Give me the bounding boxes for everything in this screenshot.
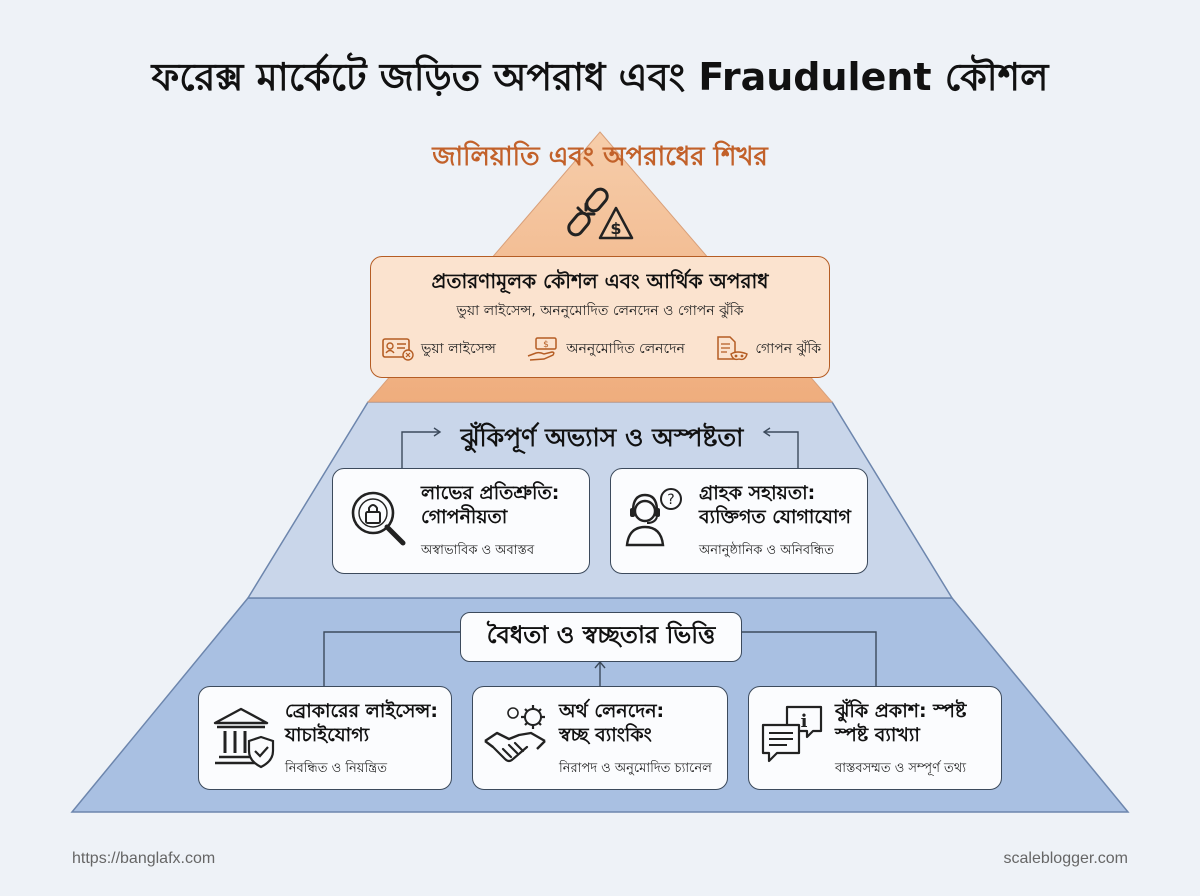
- footer-right-link[interactable]: scaleblogger.com: [1003, 850, 1128, 867]
- support-agent-question-icon: ?: [623, 485, 687, 551]
- middle-tier-title: ঝুঁকিপূর্ণ অভ্যাস ও অস্পষ্টতা: [460, 423, 744, 452]
- customer-support-subtitle: অনানুষ্ঠানিক ও অনিবন্ধিত: [699, 543, 834, 558]
- cash-hand-icon: $: [526, 336, 560, 362]
- info-chat-icon: i: [761, 705, 825, 767]
- broker-license-card: ব্রোকারের লাইসেন্স: যাচাইযোগ্য নিবন্ধিত …: [198, 686, 452, 790]
- chip-hidden-risk: গোপন ঝুঁকি: [715, 335, 821, 363]
- broker-license-title: ব্রোকারের লাইসেন্স:: [285, 700, 438, 722]
- magnifier-lock-icon: [347, 487, 409, 549]
- chip-unauthorized-transaction: $ অননুমোদিত লেনদেন: [526, 335, 685, 363]
- base-tier-title: বৈধতা ও স্বচ্ছতার ভিত্তি: [460, 612, 742, 662]
- handshake-gear-icon: [483, 703, 553, 769]
- money-transaction-subtitle: নিরাপদ ও অনুমোদিত চ্যানেল: [559, 761, 712, 776]
- money-transaction-title-line2: স্বচ্ছ ব্যাংকিং: [559, 724, 652, 746]
- profit-promise-card: লাভের প্রতিশ্রুতি: গোপনীয়তা অস্বাভাবিক …: [332, 468, 590, 574]
- risk-disclosure-title: ঝুঁকি প্রকাশ: স্পষ্ট: [835, 700, 967, 722]
- page-title: ফরেক্স মার্কেটে জড়িত অপরাধ এবং Fraudule…: [151, 55, 1049, 99]
- svg-text:$: $: [544, 340, 550, 350]
- money-transaction-card: অর্থ লেনদেন: স্বচ্ছ ব্যাংকিং নিরাপদ ও অন…: [472, 686, 728, 790]
- customer-support-title-line2: ব্যক্তিগত যোগাযোগ: [699, 506, 851, 528]
- hidden-document-mask-icon: [715, 335, 749, 363]
- money-transaction-title: অর্থ লেনদেন:: [559, 700, 665, 722]
- fraud-tactics-card: প্রতারণামূলক কৌশল এবং আর্থিক অপরাধ ভুয়া…: [370, 256, 830, 378]
- profit-promise-title: লাভের প্রতিশ্রুতি:: [421, 482, 560, 504]
- risk-disclosure-subtitle: বাস্তবসম্মত ও সম্পূর্ণ তথ্য: [835, 761, 967, 776]
- fake-license-card-icon: [381, 336, 415, 362]
- svg-text:$: $: [610, 219, 621, 238]
- profit-promise-subtitle: অস্বাভাবিক ও অবাস্তব: [421, 543, 535, 558]
- broken-chain-warning-icon: $: [566, 182, 636, 244]
- profit-promise-title-line2: গোপনীয়তা: [421, 506, 508, 528]
- apex-title: জালিয়াতি এবং অপরাধের শিখর: [432, 142, 768, 172]
- broker-license-title-line2: যাচাইযোগ্য: [285, 724, 370, 746]
- bank-shield-icon: [211, 705, 277, 769]
- footer-left-link[interactable]: https://banglafx.com: [72, 850, 216, 867]
- fraud-tactics-subtitle: ভুয়া লাইসেন্স, অননুমোদিত লেনদেন ও গোপন …: [456, 303, 744, 319]
- svg-text:i: i: [801, 711, 808, 732]
- svg-text:?: ?: [667, 492, 674, 508]
- customer-support-title: গ্রাহক সহায়তা:: [699, 482, 816, 504]
- fraud-tactics-title: প্রতারণামূলক কৌশল এবং আর্থিক অপরাধ: [431, 269, 769, 293]
- risk-disclosure-card: i ঝুঁকি প্রকাশ: স্পষ্ট স্পষ্ট ব্যাখ্যা ব…: [748, 686, 1002, 790]
- customer-support-card: ? গ্রাহক সহায়তা: ব্যক্তিগত যোগাযোগ অনান…: [610, 468, 868, 574]
- broker-license-subtitle: নিবন্ধিত ও নিয়ন্ত্রিত: [285, 761, 387, 776]
- risk-disclosure-title-line2: স্পষ্ট ব্যাখ্যা: [835, 724, 920, 746]
- chip-fake-license: ভুয়া লাইসেন্স: [381, 335, 496, 363]
